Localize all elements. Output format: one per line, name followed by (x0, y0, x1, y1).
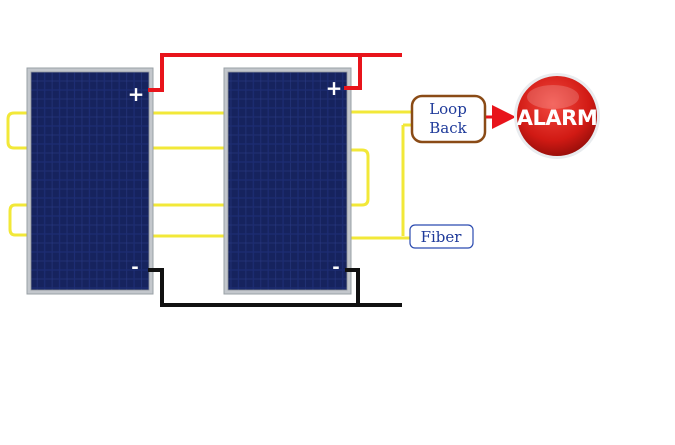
right-loop-mid (348, 148, 370, 207)
loop-back-label-line2: Back (429, 119, 467, 137)
positive-wire-panel-2 (344, 55, 362, 90)
panel-2-minus-terminal: - (332, 257, 339, 278)
solar-panel-2: + - (223, 67, 352, 295)
fiber-loops (6, 110, 412, 240)
solar-panel-1: + - (26, 67, 154, 295)
negative-wire-panel-2 (345, 268, 360, 305)
loop-back-label-line1: Loop (429, 100, 467, 118)
loop-back-box: Loop Back (410, 94, 487, 144)
fiber-label: Fiber (421, 228, 463, 246)
positive-wires (148, 53, 402, 92)
positive-wire-panel-1 (148, 53, 402, 92)
alarm-icon: ALARM (514, 73, 600, 159)
alarm-label: ALARM (517, 106, 597, 130)
negative-wires (148, 268, 402, 307)
panel-2-plus-terminal: + (326, 76, 343, 100)
fiber-box: Fiber (409, 224, 474, 249)
left-loop-bottom (8, 203, 30, 237)
negative-wire-panel-1 (148, 268, 402, 307)
left-loop-top (6, 111, 30, 150)
panel-1-minus-terminal: - (131, 257, 138, 278)
panel-1-plus-terminal: + (128, 82, 145, 106)
